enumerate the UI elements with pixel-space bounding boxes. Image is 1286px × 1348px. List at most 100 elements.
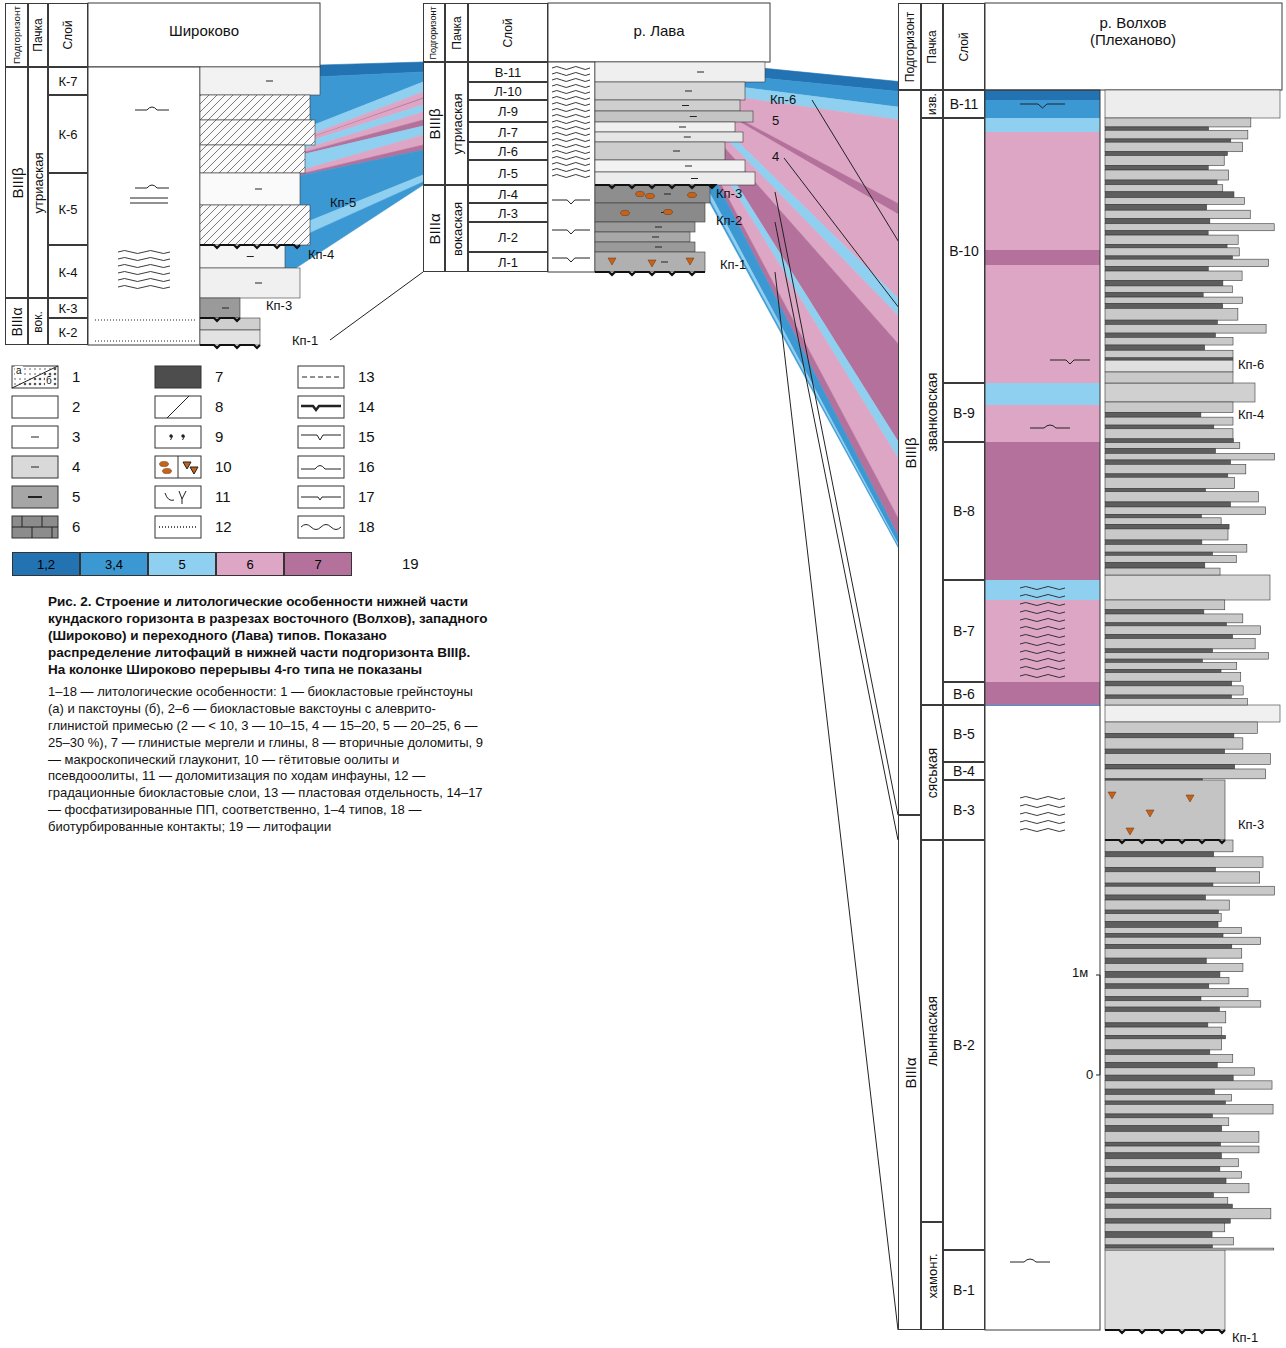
layer-cell: В-5	[943, 705, 985, 762]
stratigraphic-unit-cell: Пачка	[445, 3, 468, 62]
layer-cell: К-5	[48, 173, 88, 245]
bioturbated-contact-symbol	[552, 169, 590, 172]
bioturbated-contact-symbol	[1020, 619, 1065, 622]
annotation-label: 1м	[1072, 966, 1088, 981]
bioturbated-contact-symbol	[1020, 821, 1065, 824]
bioturbated-contact-symbol	[552, 109, 590, 112]
glauconite-tail	[183, 436, 185, 440]
annotation-label: Кп-4	[1238, 408, 1264, 423]
legend-number: 6	[72, 518, 80, 535]
lithology-bed	[1105, 600, 1225, 610]
vertical-label: изв.	[926, 93, 938, 115]
lithology-bed	[1105, 244, 1227, 247]
lithology-dash	[679, 127, 686, 128]
graded-layer-line	[159, 526, 197, 527]
phosphatized-break	[200, 245, 300, 248]
hardground-symbol	[1030, 425, 1070, 428]
pseudo-ooid	[1186, 795, 1194, 802]
pseudo-ooid	[648, 260, 656, 267]
legend-swatch	[12, 456, 58, 478]
stratigraphic-unit-cell: ВIIIβ	[898, 90, 921, 815]
legend-number: 3	[72, 428, 80, 445]
layer-cell: Л-9	[468, 100, 548, 122]
lithology-bed	[1105, 529, 1228, 540]
lithology-bed	[1105, 156, 1224, 166]
lithology-bed	[1105, 764, 1235, 769]
layer-label: Л-3	[498, 206, 518, 219]
annotation-label: Кп-3	[716, 187, 742, 202]
lithology-bed	[1105, 927, 1241, 933]
layer-cell: В-8	[943, 442, 985, 580]
grainstone-dot	[34, 373, 36, 375]
lithology-bed	[1105, 219, 1210, 224]
lithology-bed	[1105, 297, 1243, 303]
lithology-bed	[1105, 769, 1266, 779]
annotation-label: Кп-2	[716, 214, 742, 229]
bioturbated-contact-symbol	[552, 73, 590, 76]
layer-label: К-5	[58, 203, 77, 216]
lithology-dash	[222, 308, 229, 309]
pseudo-ooid	[190, 467, 198, 474]
lithology-bed	[1105, 235, 1238, 244]
lithology-bed	[200, 330, 260, 345]
stratigraphic-unit-cell: Пачка	[28, 3, 48, 67]
phosphatized-break	[200, 318, 240, 321]
lithology-bed	[1105, 914, 1221, 922]
lithology-bed	[1105, 1075, 1233, 1081]
lithology-bed	[1105, 429, 1233, 439]
lithology-bed	[1105, 1007, 1219, 1011]
lithology-dash	[652, 237, 659, 238]
legend-swatch	[298, 366, 344, 388]
lithology-bed	[1105, 127, 1209, 130]
bioturbated-contact-symbol	[552, 103, 590, 106]
vertical-label: Пачка	[451, 16, 463, 49]
legend-text: 6	[246, 558, 253, 571]
legend-number: 16	[358, 458, 375, 475]
lithology-bed	[1105, 308, 1238, 320]
bioturbated-contact-symbol	[1020, 627, 1065, 630]
layer-label: В-11	[495, 66, 522, 79]
layer-label: В-10	[949, 244, 979, 258]
phosphatized-surface-symbol	[552, 258, 590, 262]
lithology-bed	[200, 268, 300, 298]
facies-column-fill	[985, 705, 1100, 706]
bioturbated-contact-symbol	[1020, 829, 1065, 832]
lithology-bed	[1105, 518, 1221, 524]
vertical-label: вок.	[32, 311, 44, 333]
lithology-bed	[595, 122, 735, 132]
legend-number: 11	[215, 488, 231, 505]
lithology-bed	[1105, 1131, 1259, 1142]
lithology-bed	[1105, 1208, 1271, 1219]
lithology-bed	[1105, 152, 1227, 156]
lithology-bed	[1105, 1171, 1241, 1178]
bioturbated-contact-symbol	[552, 127, 590, 130]
stratigraphic-unit-cell: хамонт.	[921, 1222, 943, 1330]
pseudo-ooid	[1146, 810, 1154, 817]
lithology-bed	[1105, 1101, 1225, 1104]
bioturbated-contact-symbol	[552, 121, 590, 124]
lithology-bed	[1105, 552, 1212, 555]
legend-number: 2	[72, 398, 80, 415]
annotation-label: Широково	[104, 22, 304, 39]
bioturbated-contact-symbol	[118, 251, 170, 254]
lithology-dash	[684, 137, 691, 138]
layer-label: В-4	[953, 764, 975, 778]
annotation-label: р. Волхов (Плеханово)	[1068, 14, 1198, 49]
infauna-burrow	[165, 491, 186, 504]
layer-cell: К-7	[48, 67, 88, 95]
lithology-bed	[1105, 1063, 1217, 1068]
bioturbated-contact-symbol	[118, 265, 170, 268]
annotation-label: 4	[772, 150, 779, 165]
goethite-ooid	[160, 461, 169, 466]
bioturbated-contact-symbol	[118, 286, 170, 289]
stratigraphic-unit-cell: Подгоризонт	[423, 3, 445, 62]
legend-swatch	[155, 366, 201, 388]
lithology-bed	[1105, 192, 1234, 198]
layer-label: В-1	[953, 1283, 975, 1297]
layer-label: Л-5	[498, 166, 518, 179]
stratigraphic-unit-cell: лыннаская	[921, 840, 943, 1222]
grainstone-dot	[24, 383, 27, 386]
layer-cell: Л-7	[468, 122, 548, 142]
bioturbated-contact-symbol	[1020, 635, 1065, 638]
scale-tick	[1096, 1075, 1100, 1076]
